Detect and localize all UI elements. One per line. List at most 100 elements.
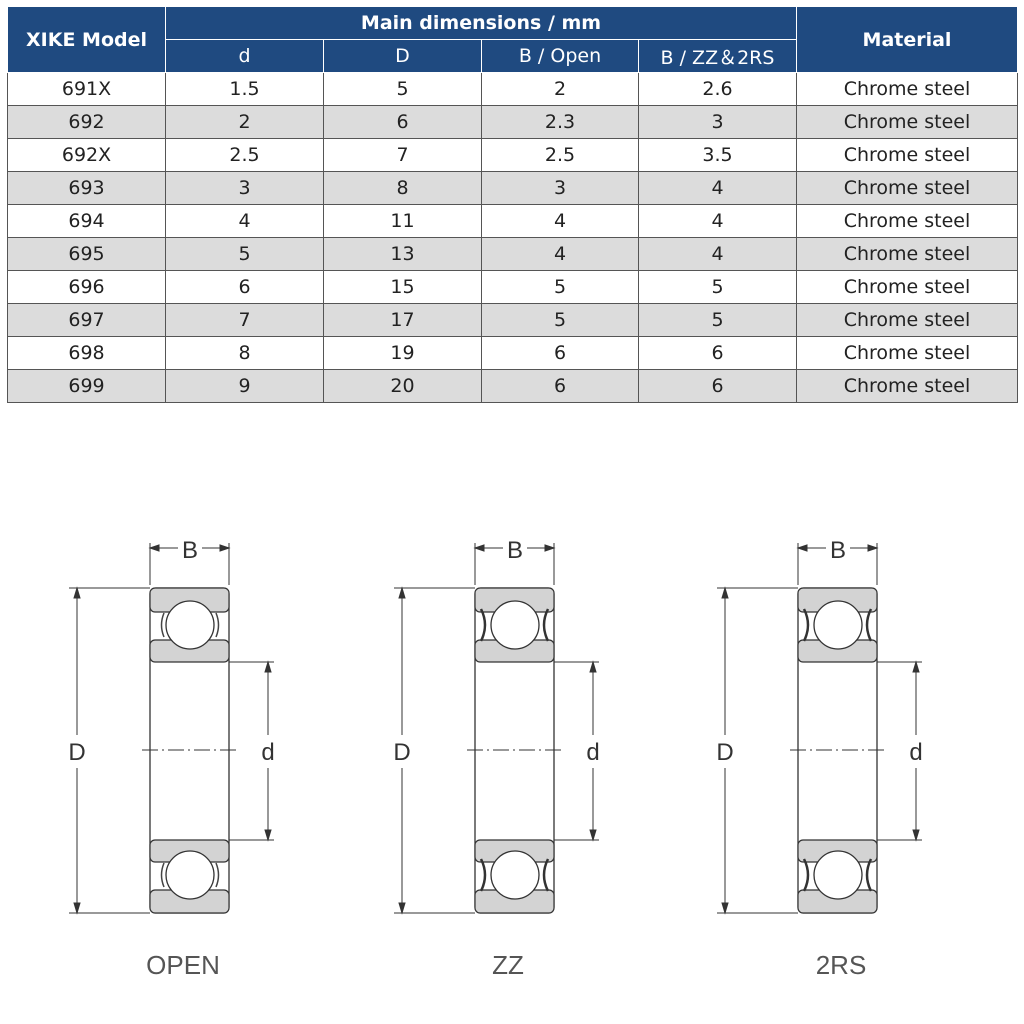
cell-material: Chrome steel bbox=[796, 171, 1018, 205]
label-d: d bbox=[586, 739, 599, 766]
caption-zz: ZZ bbox=[492, 950, 524, 980]
caption-open: OPEN bbox=[146, 950, 220, 980]
cell-b-zz-2rs: 4 bbox=[638, 204, 797, 238]
cell-d: 9 bbox=[165, 369, 324, 403]
cell-b-zz-2rs: 6 bbox=[638, 369, 797, 403]
dimension-b bbox=[148, 544, 231, 552]
cell-b-open: 4 bbox=[481, 237, 639, 271]
caption-2rs: 2RS bbox=[815, 950, 867, 980]
dimension-D bbox=[398, 586, 406, 915]
cell-D: 20 bbox=[323, 369, 482, 403]
cell-b-open: 4 bbox=[481, 204, 639, 238]
cell-material: Chrome steel bbox=[796, 72, 1018, 106]
shield bbox=[542, 858, 550, 892]
cell-model: 697 bbox=[7, 303, 166, 337]
label-B: B bbox=[182, 537, 198, 564]
label-B: B bbox=[507, 537, 523, 564]
ball bbox=[490, 600, 540, 650]
header-d: d bbox=[165, 39, 324, 73]
cell-D: 6 bbox=[323, 105, 482, 139]
cell-b-zz-2rs: 5 bbox=[638, 303, 797, 337]
cell-b-open: 2.3 bbox=[481, 105, 639, 139]
cell-D: 19 bbox=[323, 336, 482, 370]
ball bbox=[813, 850, 863, 900]
cell-b-open: 2.5 bbox=[481, 138, 639, 172]
cell-d: 2.5 bbox=[165, 138, 324, 172]
cell-b-zz-2rs: 5 bbox=[638, 270, 797, 304]
cell-D: 7 bbox=[323, 138, 482, 172]
label-B: B bbox=[830, 537, 846, 564]
dimension-b bbox=[796, 544, 879, 552]
dimension-d bbox=[264, 660, 272, 842]
cell-d: 8 bbox=[165, 336, 324, 370]
cell-model: 693 bbox=[7, 171, 166, 205]
header-D: D bbox=[323, 39, 482, 73]
shield bbox=[865, 608, 873, 642]
cell-material: Chrome steel bbox=[796, 270, 1018, 304]
ball bbox=[165, 600, 215, 650]
shield bbox=[542, 608, 550, 642]
cell-b-open: 5 bbox=[481, 270, 639, 304]
header-b-zz-2rs: B / ZZ＆2RS bbox=[638, 39, 797, 73]
shield bbox=[802, 608, 810, 642]
cell-d: 2 bbox=[165, 105, 324, 139]
cell-b-open: 3 bbox=[481, 171, 639, 205]
dimension-d bbox=[912, 660, 920, 842]
cell-d: 1.5 bbox=[165, 72, 324, 106]
label-d: d bbox=[261, 739, 274, 766]
cell-model: 696 bbox=[7, 270, 166, 304]
cell-material: Chrome steel bbox=[796, 303, 1018, 337]
cell-material: Chrome steel bbox=[796, 138, 1018, 172]
label-D: D bbox=[716, 739, 733, 766]
shield bbox=[479, 858, 487, 892]
cell-material: Chrome steel bbox=[796, 204, 1018, 238]
label-d: d bbox=[909, 739, 922, 766]
shield bbox=[802, 858, 810, 892]
cell-b-open: 6 bbox=[481, 369, 639, 403]
dimension-b bbox=[473, 544, 556, 552]
header-model: XIKE Model bbox=[7, 6, 166, 73]
ball bbox=[813, 600, 863, 650]
label-D: D bbox=[393, 739, 410, 766]
cell-material: Chrome steel bbox=[796, 336, 1018, 370]
shield bbox=[865, 858, 873, 892]
bearing-spec-table: XIKE Model Main dimensions / mm Material… bbox=[7, 6, 1018, 403]
label-D: D bbox=[68, 739, 85, 766]
cell-D: 13 bbox=[323, 237, 482, 271]
cell-b-open: 6 bbox=[481, 336, 639, 370]
cell-model: 692X bbox=[7, 138, 166, 172]
cell-material: Chrome steel bbox=[796, 237, 1018, 271]
dimension-d bbox=[589, 660, 597, 842]
cell-model: 699 bbox=[7, 369, 166, 403]
cell-D: 17 bbox=[323, 303, 482, 337]
cell-D: 8 bbox=[323, 171, 482, 205]
cell-b-open: 5 bbox=[481, 303, 639, 337]
cell-d: 6 bbox=[165, 270, 324, 304]
cage bbox=[160, 862, 165, 888]
cell-material: Chrome steel bbox=[796, 369, 1018, 403]
cell-d: 3 bbox=[165, 171, 324, 205]
cell-model: 695 bbox=[7, 237, 166, 271]
cell-model: 694 bbox=[7, 204, 166, 238]
cell-model: 698 bbox=[7, 336, 166, 370]
dimension-D bbox=[73, 586, 81, 915]
cell-b-zz-2rs: 4 bbox=[638, 171, 797, 205]
ball bbox=[490, 850, 540, 900]
cell-model: 691X bbox=[7, 72, 166, 106]
ball bbox=[165, 850, 215, 900]
cage bbox=[160, 612, 165, 638]
cage bbox=[215, 612, 220, 638]
cage bbox=[215, 862, 220, 888]
header-b-open: B / Open bbox=[481, 39, 639, 73]
shield bbox=[479, 608, 487, 642]
dimension-D bbox=[721, 586, 729, 915]
